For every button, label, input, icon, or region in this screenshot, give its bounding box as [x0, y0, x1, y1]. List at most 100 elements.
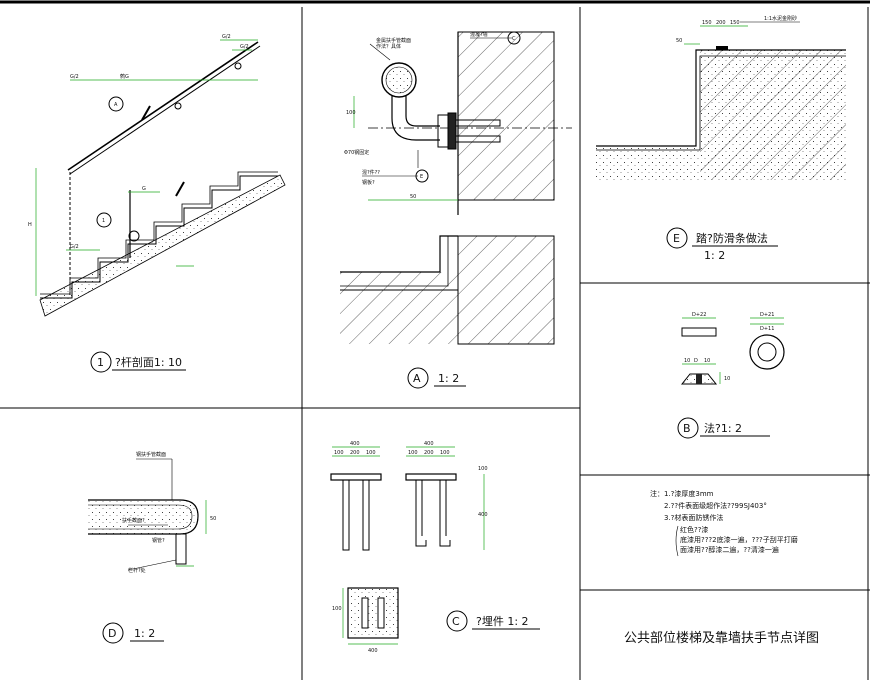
anchor-bolt [455, 135, 501, 143]
detail-marker [677, 417, 699, 439]
note-tube: 钢扶手管截面 [136, 451, 166, 458]
detail-marker [102, 622, 124, 644]
detail-marker [666, 227, 688, 249]
panel-caption: 1: 2 [134, 627, 155, 640]
callout-a-label: A [114, 102, 118, 108]
step-profile [596, 49, 846, 147]
note-tube: 金属扶手管截面 [376, 37, 411, 44]
dim-left-c: 100 [366, 450, 376, 456]
dim-d21: D+21 [760, 312, 774, 318]
tread-finish [340, 236, 449, 287]
panel-caption: 踏?防滑条做法 [696, 231, 768, 245]
panel-anti-slip-strip: 1:1水泥金刚砂 150 200 150 50 E 踏?防滑条做法 1: 2 [596, 15, 846, 262]
dim-a: 150 [702, 20, 712, 26]
sheet-title: 公共部位楼梯及靠墙扶手节点详图 [624, 631, 819, 646]
dim-d22: D+22 [692, 312, 706, 318]
dim-g2-left: G/2 [70, 74, 79, 80]
stair-step-finish [40, 171, 278, 295]
note-line: 面漆用??醇漆二遍，??清漆一遍 [680, 545, 779, 554]
dimension-lines [35, 39, 258, 296]
break-mark-lower [175, 181, 185, 197]
note-wall: 混凝?墙 [470, 31, 488, 38]
note-section: 扶手截面? [122, 517, 145, 524]
rail-bracket [234, 62, 242, 70]
handrail-body [88, 499, 199, 535]
dimension-lines [176, 500, 207, 567]
dimension-lines [332, 446, 485, 645]
detail-marker-label: A [413, 372, 421, 385]
embed-plate-left [330, 473, 382, 481]
embed-plan [347, 587, 399, 639]
note-pipe: 钢管? [152, 537, 165, 544]
leader-lines [362, 37, 512, 177]
flange-plate [681, 327, 717, 337]
embed-plate-right [405, 473, 457, 481]
panel-handrail-profile: 钢扶手管截面 扶手截面? 钢管? 栏杆?处 50 D 1: 2 [88, 451, 216, 644]
dim-h: H [28, 222, 32, 228]
post-stub [175, 533, 187, 565]
lower-tread [596, 146, 700, 180]
break-mark-upper [141, 105, 151, 121]
wall-plate [437, 114, 449, 148]
wall-upper [457, 31, 555, 201]
upper-tread-dots [700, 50, 846, 180]
flange-ring-outer [749, 334, 785, 370]
dim-c: 150 [730, 20, 740, 26]
floor-slab [340, 272, 458, 344]
handrail-top [67, 41, 259, 171]
bracket-arm-inner [405, 96, 440, 127]
flange-ring-inner [757, 342, 777, 362]
note-plate: 钢板? [362, 179, 375, 186]
post-base [128, 230, 140, 242]
note-brace [675, 525, 679, 557]
embed-leg [342, 479, 350, 551]
callout-c-label: C [512, 36, 516, 42]
detail-marker [90, 351, 112, 373]
notes-block: 注：1.?漆厚度3mm 2.??件表面级超作法??99SJ403° 3.?材表面… [650, 489, 798, 557]
flange-hole [696, 374, 702, 384]
detail-marker-label: B [683, 422, 691, 435]
panel-caption: 1: 2 [438, 372, 459, 385]
panel-flange-detail: D+22 D+21 D+11 10 10 D 10 B 法?1: 2 [677, 312, 785, 439]
embed-leg [362, 479, 370, 551]
dimension-lines [684, 25, 748, 45]
tread-profile [340, 235, 458, 273]
dim-left-a: 100 [334, 450, 344, 456]
leader-lines [127, 458, 177, 571]
dimension-lines [682, 317, 784, 384]
note-line: 2.??件表面级超作法??99SJ403° [664, 501, 767, 510]
dim-b: 200 [716, 20, 726, 26]
dim-right-b: 200 [424, 450, 434, 456]
dim-g2-top: G/2 [222, 34, 231, 40]
callout-circle-a [108, 96, 124, 112]
embed-plan-slot [361, 597, 369, 629]
dim-d: 50 [676, 38, 682, 44]
detail-marker [407, 367, 429, 389]
dim-g2-lower: G/2 [70, 244, 79, 250]
dim-plate-side: 100 [332, 606, 342, 612]
handrail-inner [88, 504, 193, 530]
dim-height: 400 [478, 512, 488, 518]
dim-g2-upper: G/2 [240, 44, 249, 50]
panel-scale: 1: 2 [704, 249, 725, 262]
detail-marker-label: C [452, 615, 460, 628]
panel-caption: ?埋件 1: 2 [476, 615, 529, 628]
callout-1-label: 1 [102, 218, 105, 224]
step-finish [596, 55, 846, 151]
dim-right-c: 100 [440, 450, 450, 456]
dim-height: 50 [210, 516, 216, 522]
wall-lower [457, 235, 555, 345]
embed-hook [439, 480, 451, 547]
panel-railing-section: G/2 G/2 鹩G G/2 G H G/2 A 1 1 ?杆剖面1: 10 [28, 34, 286, 373]
dim-right-a: 100 [408, 450, 418, 456]
dim-side: 100 [478, 466, 488, 472]
dim-plate-bottom: 400 [368, 648, 378, 654]
bracket-arm [391, 96, 440, 141]
dim-d: D [694, 358, 698, 364]
anti-slip-strip [716, 46, 728, 50]
callout-circle-c [507, 31, 521, 45]
panel-caption: ?杆剖面1: 10 [115, 355, 182, 369]
detail-marker-label: E [673, 232, 680, 245]
dim-left-b: 200 [350, 450, 360, 456]
